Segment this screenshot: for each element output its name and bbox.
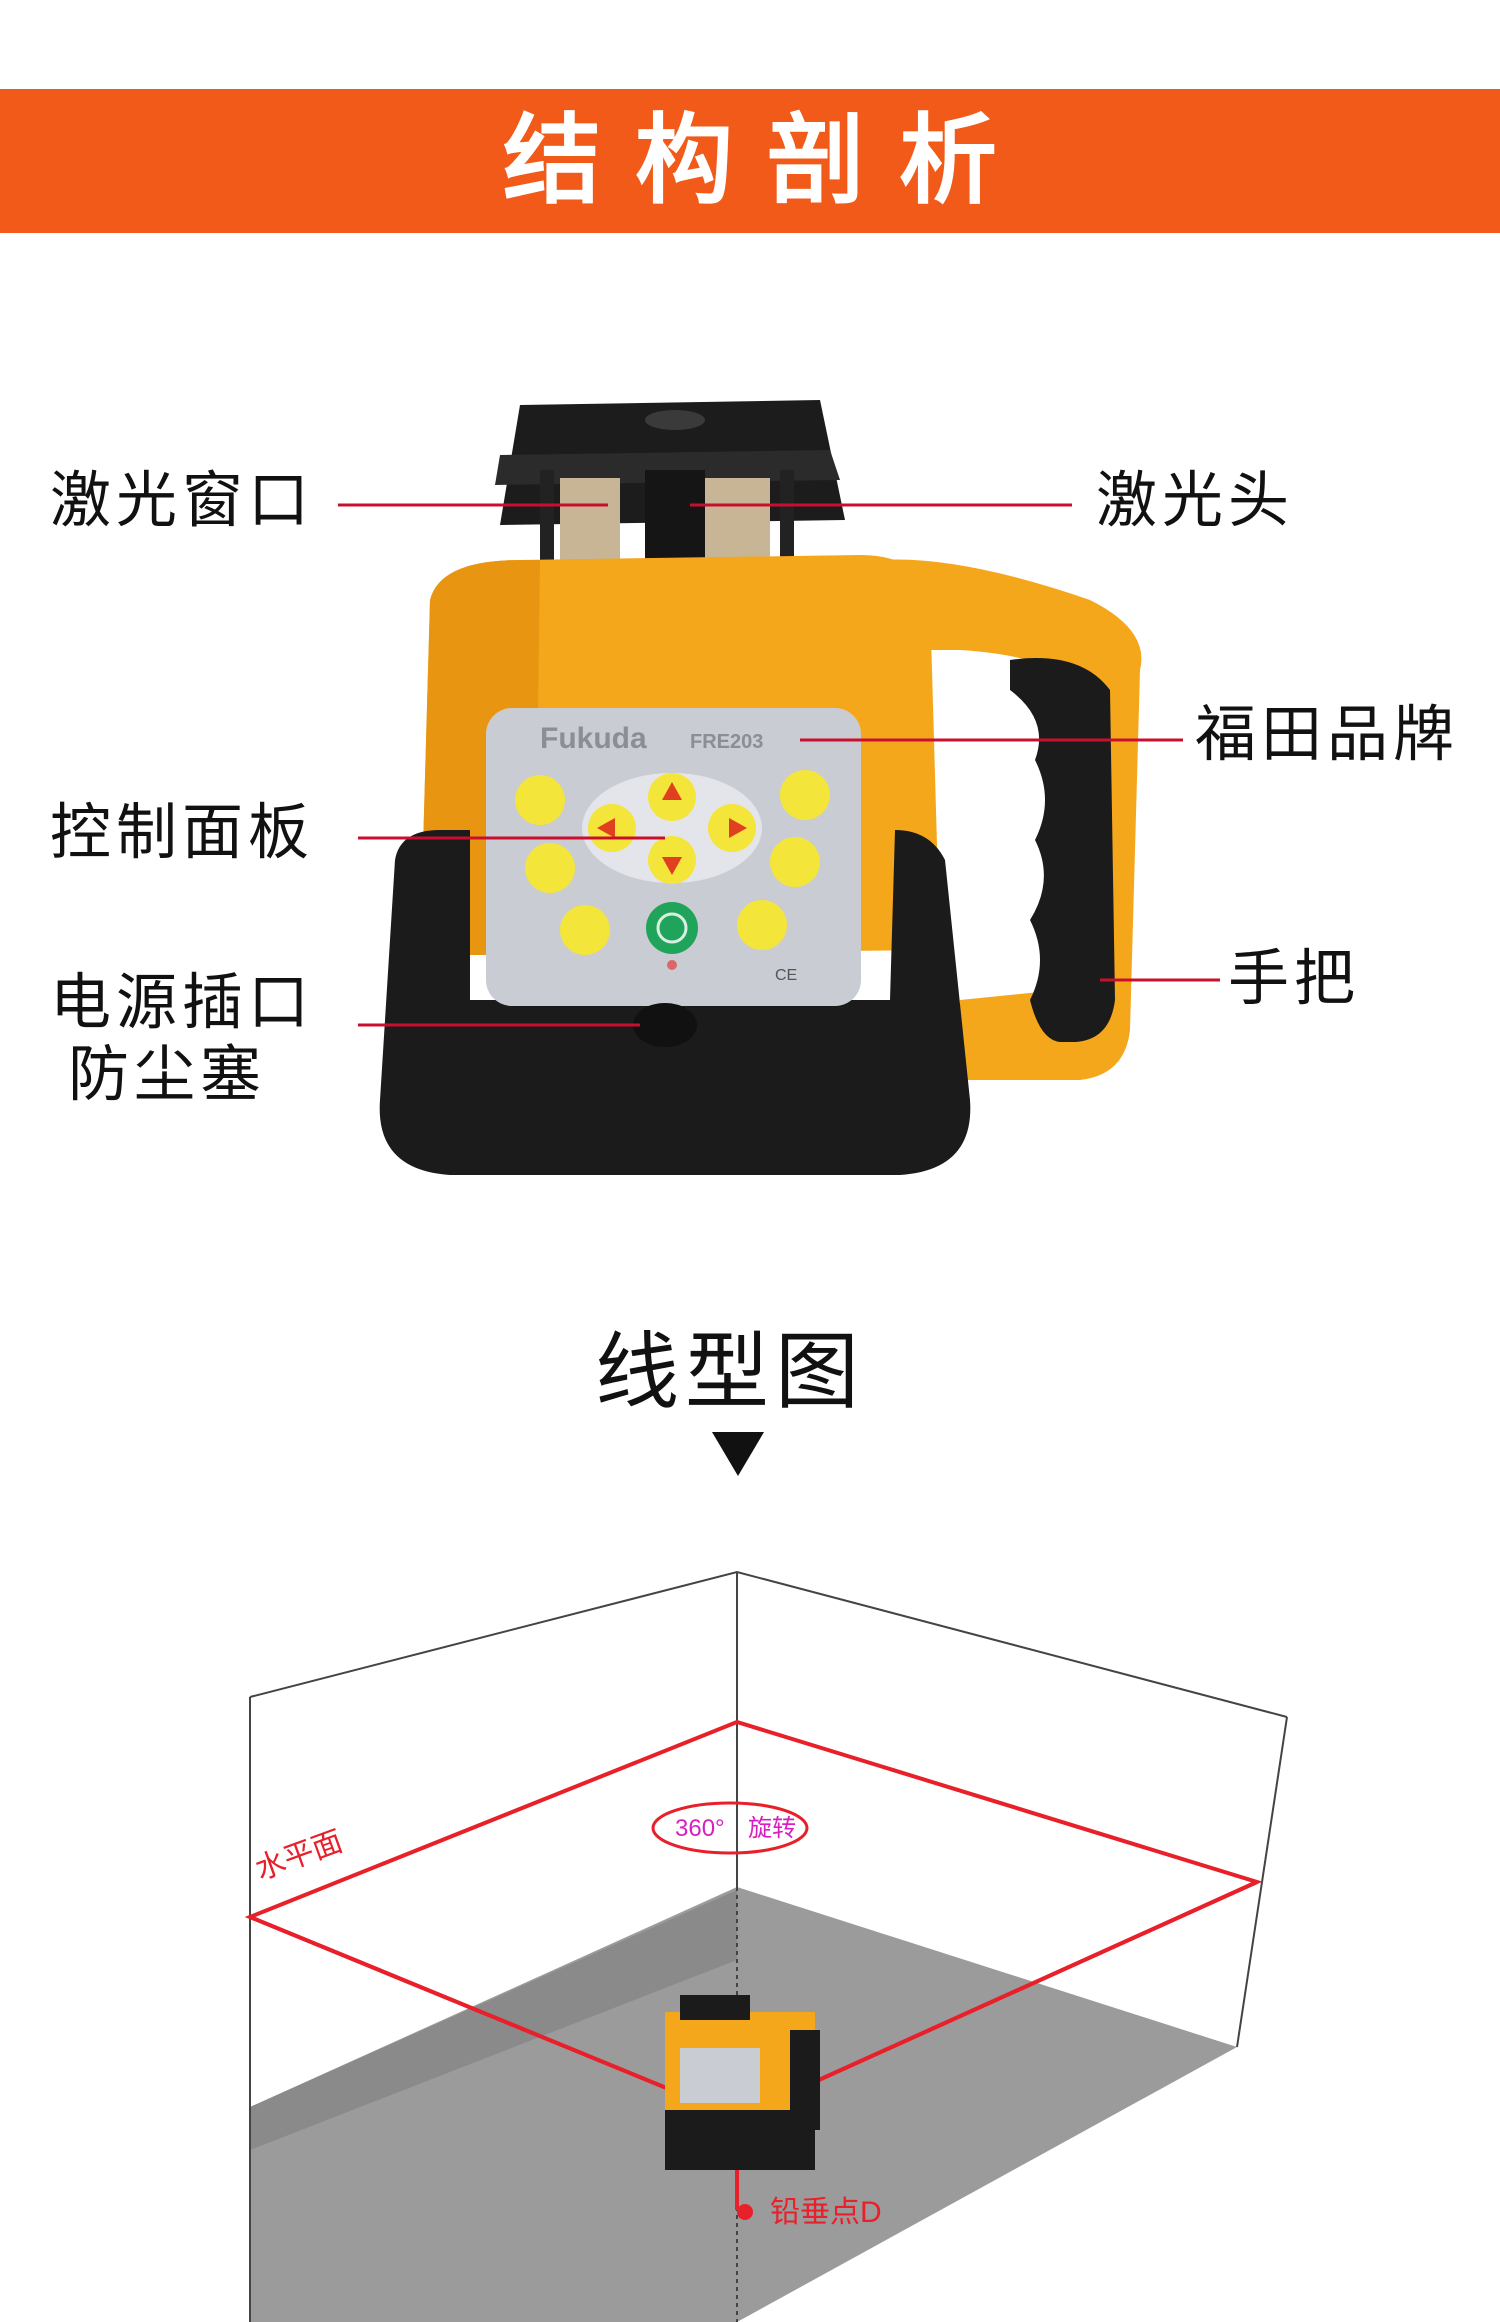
brand-text: Fukuda <box>540 722 647 755</box>
plumb-point-dot <box>737 2204 753 2220</box>
model-text: FRE203 <box>690 731 763 753</box>
label-handle: 手把 <box>1228 943 1361 1014</box>
mini-device <box>665 1995 820 2170</box>
power-button <box>646 902 698 954</box>
label-laser-head: 激光头 <box>1096 465 1295 536</box>
panel-button-5 <box>770 837 820 887</box>
handle-grip <box>1010 658 1115 1042</box>
rotation-ellipse <box>651 1801 809 1855</box>
label-laser-window: 激光窗口 <box>50 465 315 536</box>
panel-button-6 <box>737 900 787 950</box>
line-diagram-title: 线型图 <box>594 1323 865 1421</box>
callout-lines <box>338 503 1220 1027</box>
rotation-angle: 360° <box>675 1815 725 1842</box>
label-power-plug-line2: 防尘塞 <box>68 1039 267 1110</box>
ce-mark: CE <box>775 967 797 984</box>
down-arrow-icon <box>712 1432 764 1476</box>
banner-title: 结构剖析 <box>502 104 1031 218</box>
panel-button-2 <box>525 843 575 893</box>
rotation-label: 旋转 <box>748 1815 796 1842</box>
dust-plug <box>633 1003 697 1047</box>
panel-button-4 <box>780 770 830 820</box>
panel-button-1 <box>515 775 565 825</box>
section-banner: 结构剖析 <box>0 89 1500 233</box>
label-control-panel: 控制面板 <box>50 797 315 868</box>
label-brand: 福田品牌 <box>1195 699 1460 770</box>
label-power-plug-line1: 电源插口 <box>50 967 315 1038</box>
horizontal-plane-label: 水平面 <box>251 1825 347 1887</box>
room-wireframe <box>249 1570 1288 2322</box>
plumb-point-label: 铅垂点D <box>770 2196 882 2229</box>
panel-button-3 <box>560 905 610 955</box>
